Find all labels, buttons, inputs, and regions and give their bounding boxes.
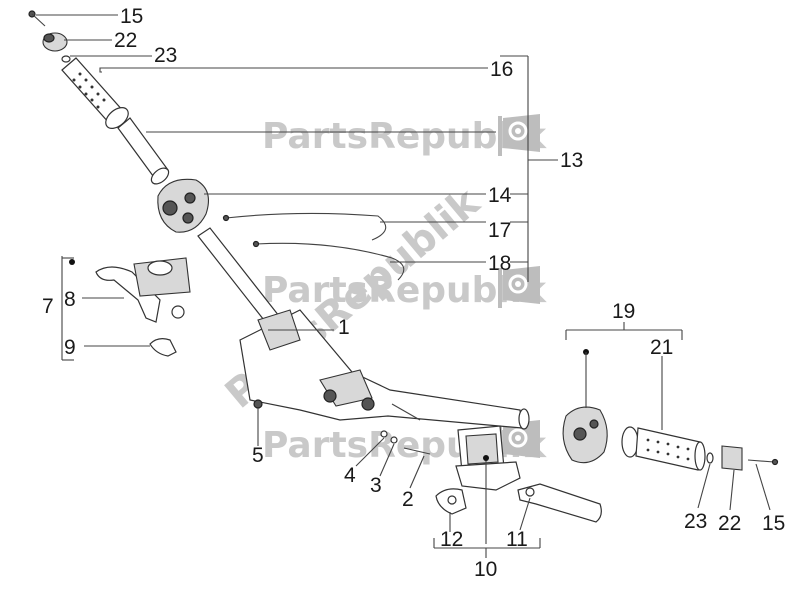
hardware-small-parts (253, 399, 431, 455)
callout-16: 16 (490, 58, 513, 81)
callout-23-top: 23 (154, 44, 177, 67)
callout-18: 18 (488, 252, 511, 275)
right-bar-end-weight (721, 445, 743, 471)
right-bar-end-pin (747, 458, 779, 466)
callout-1: 1 (338, 316, 350, 339)
callout-8: 8 (64, 288, 76, 311)
gear-flag-icon (498, 114, 540, 156)
callout-21: 21 (650, 336, 673, 359)
callout-11: 11 (506, 528, 528, 551)
cable-lower (252, 240, 405, 281)
callout-22-bottom: 22 (718, 512, 741, 535)
gear-flag-icon (498, 266, 540, 308)
callout-labels: 15 22 23 16 13 14 17 18 7 8 9 1 19 21 5 … (42, 5, 785, 581)
left-bar-end-pin (28, 10, 46, 27)
callout-15-bottom: 15 (762, 512, 785, 535)
left-brake-lever (95, 257, 191, 323)
callout-10: 10 (474, 558, 497, 581)
watermark-middle: PartsRepublik (262, 266, 547, 311)
callout-2: 2 (402, 488, 414, 511)
callout-14: 14 (488, 184, 512, 207)
callout-12: 12 (440, 528, 463, 551)
cable-upper (222, 212, 387, 241)
callout-13: 13 (560, 149, 583, 172)
callout-7: 7 (42, 295, 54, 318)
right-washer (706, 452, 714, 464)
handlebar-tube (197, 227, 530, 430)
left-switch-housing (157, 178, 209, 233)
left-clamp (149, 338, 177, 357)
right-master-cylinder (455, 425, 521, 491)
callout-5: 5 (252, 444, 264, 467)
right-grip (621, 426, 706, 471)
callout-19: 19 (612, 300, 635, 323)
right-brake-lever (517, 483, 602, 523)
callout-15-top: 15 (120, 5, 143, 28)
left-bar-end-weight (42, 32, 68, 52)
left-washer (61, 55, 71, 63)
callout-9: 9 (64, 336, 76, 359)
left-grip-tube (117, 117, 170, 185)
right-clamp (435, 488, 467, 515)
callout-4: 4 (344, 464, 356, 487)
leader-lines (36, 14, 771, 558)
left-grip (61, 57, 129, 129)
callout-3: 3 (370, 474, 382, 497)
callout-22-top: 22 (114, 29, 137, 52)
watermark-top: PartsRepublik (262, 114, 547, 157)
callout-17: 17 (488, 219, 511, 242)
callout-23-bottom: 23 (684, 510, 707, 533)
right-switch-housing (562, 406, 608, 464)
